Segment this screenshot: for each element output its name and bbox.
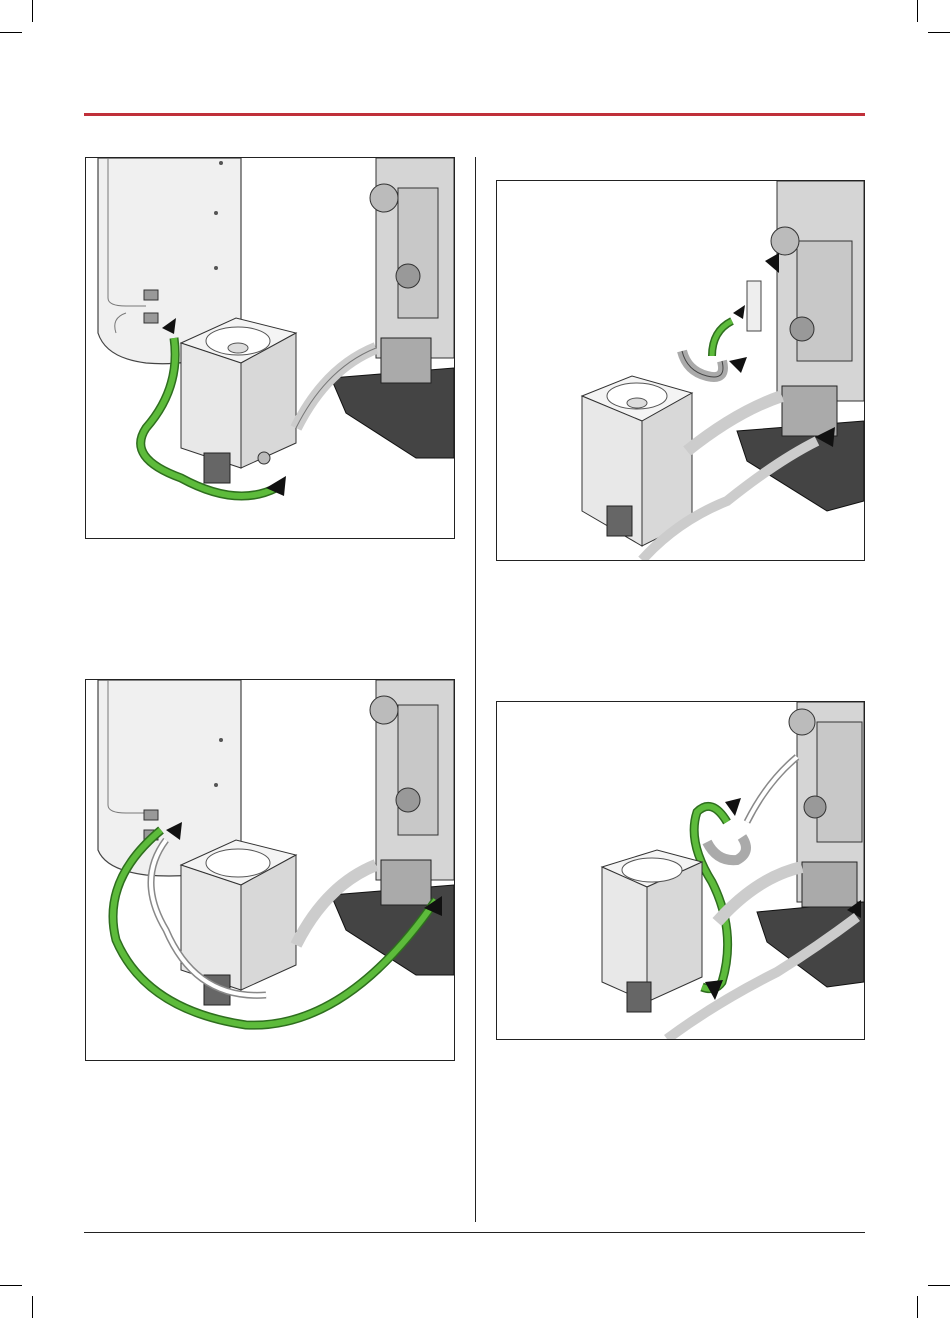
header-rule [84, 113, 865, 116]
crop-mark-br-v [917, 1296, 918, 1318]
crop-mark-br-h [928, 1285, 950, 1286]
crop-mark-tr-v [917, 0, 918, 22]
footer-rule [84, 1232, 865, 1233]
crop-mark-bl-h [0, 1285, 22, 1286]
crop-mark-tr-h [928, 32, 950, 33]
figure-tank-connection [85, 157, 455, 539]
figure-trap-hose [496, 701, 865, 1040]
crop-mark-tl-h [0, 32, 22, 33]
figure-long-hose [85, 679, 455, 1061]
crop-mark-bl-v [32, 1296, 33, 1318]
crop-mark-tl-v [32, 0, 33, 22]
column-divider [475, 157, 476, 1222]
figure-trap-connection [496, 180, 865, 561]
